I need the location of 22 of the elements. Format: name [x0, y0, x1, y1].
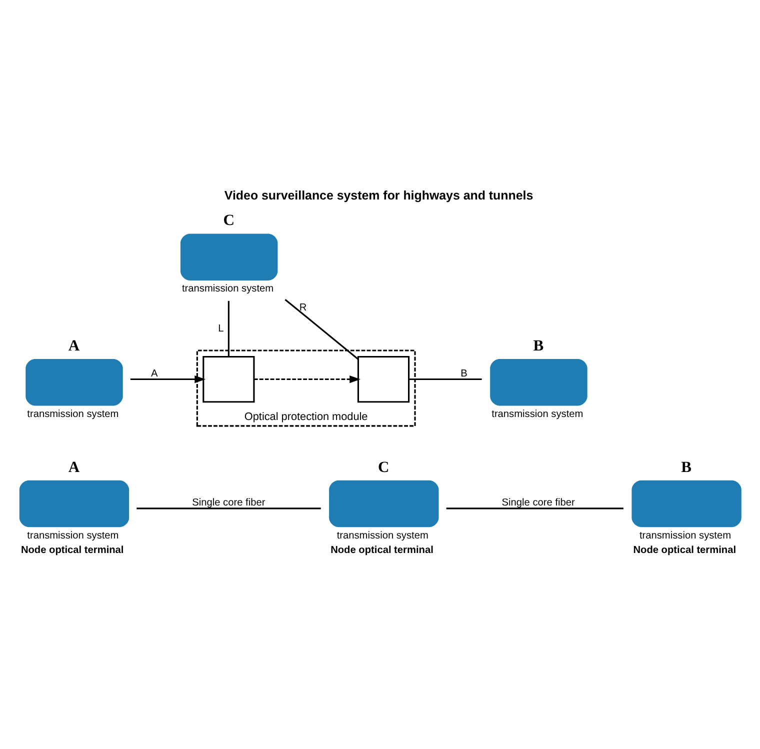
- edge-label: A: [151, 368, 158, 379]
- edge-label: R: [299, 302, 307, 313]
- node-label: A: [68, 458, 80, 476]
- node-label: transmission system: [336, 530, 428, 541]
- node-label: transmission system: [492, 408, 584, 420]
- edge-label: B: [460, 368, 468, 379]
- node-label: Node optical terminal: [20, 544, 124, 556]
- edge-label: Single core fiber: [502, 497, 575, 508]
- node-label: transmission system: [27, 408, 119, 420]
- node-label: Node optical terminal: [330, 544, 434, 556]
- edge-label: Single core fiber: [192, 497, 266, 508]
- node-label: transmission system: [27, 530, 119, 541]
- node-label: B: [681, 458, 692, 476]
- node-label: C: [378, 458, 390, 476]
- edge-label: L: [218, 322, 224, 334]
- node-label: transmission system: [182, 283, 274, 294]
- diagram-title: Video surveillance system for highways and tunnels: [224, 188, 534, 202]
- node-label: transmission system: [639, 530, 732, 541]
- node-label: A: [68, 336, 80, 354]
- node-label: C: [223, 212, 234, 229]
- node-label: Node optical terminal: [633, 544, 736, 556]
- node-label: B: [533, 336, 544, 354]
